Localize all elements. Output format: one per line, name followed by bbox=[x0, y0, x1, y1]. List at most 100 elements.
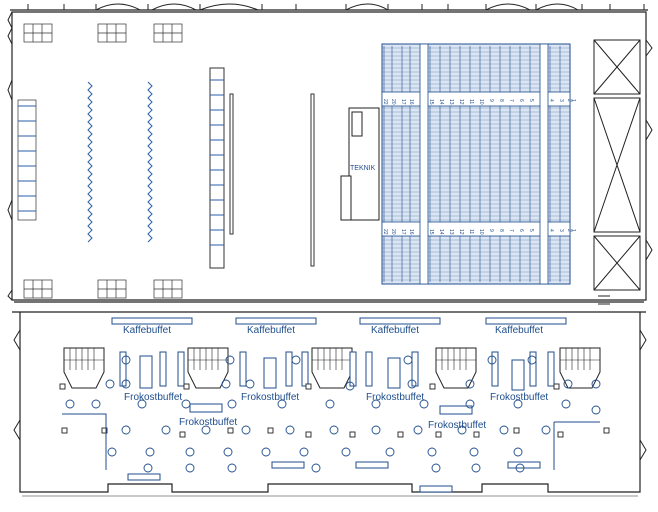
round-table bbox=[185, 463, 195, 473]
wavy-lines bbox=[87, 81, 153, 243]
round-table bbox=[345, 381, 355, 391]
aisle-vertical bbox=[539, 43, 549, 285]
grid-table-lines bbox=[24, 280, 52, 298]
row-number: 4 bbox=[548, 229, 554, 232]
round-table bbox=[385, 447, 395, 457]
round-table bbox=[227, 399, 237, 409]
side-walls bbox=[7, 11, 653, 461]
coffee-buffet-table bbox=[485, 317, 567, 325]
buffet-side bbox=[365, 351, 373, 387]
round-table bbox=[285, 425, 295, 435]
buffet-side bbox=[239, 351, 247, 387]
grid-tables bbox=[23, 23, 183, 299]
round-table bbox=[541, 425, 551, 435]
round-table bbox=[513, 399, 523, 409]
buffet-side bbox=[177, 351, 185, 387]
pillar bbox=[349, 431, 356, 438]
round-table bbox=[121, 425, 131, 435]
round-table bbox=[407, 379, 417, 389]
top-pillars bbox=[27, 3, 645, 11]
round-table bbox=[107, 447, 117, 457]
row-number: 14 bbox=[438, 229, 444, 235]
round-table bbox=[329, 425, 339, 435]
row-number: 12 bbox=[458, 229, 464, 235]
pillar bbox=[603, 427, 610, 434]
round-table bbox=[403, 355, 413, 365]
round-table bbox=[291, 355, 301, 365]
left-seat-column bbox=[17, 79, 224, 246]
round-table bbox=[499, 425, 509, 435]
pillars bbox=[59, 383, 610, 438]
round-table bbox=[221, 379, 231, 389]
round-table bbox=[277, 399, 287, 409]
round-table bbox=[325, 399, 335, 409]
buffet-side bbox=[301, 351, 309, 387]
pillar bbox=[227, 427, 234, 434]
row-number: 17 bbox=[400, 229, 406, 235]
grid-table-lines bbox=[24, 24, 52, 42]
coffee-buffet-table bbox=[359, 317, 441, 325]
lunch-buffet-label-6: Frokostbuffet bbox=[428, 420, 486, 431]
round-table bbox=[181, 399, 191, 409]
lunch-buffet-label-2: Frokostbuffet bbox=[241, 392, 299, 403]
row-number: 5 bbox=[528, 99, 534, 102]
round-table bbox=[341, 447, 351, 457]
aisle-bottom bbox=[381, 221, 571, 237]
buffet-table bbox=[189, 403, 223, 413]
row-number: 7 bbox=[508, 99, 514, 102]
round-table bbox=[561, 399, 571, 409]
grid-table-lines bbox=[154, 24, 182, 42]
round-table bbox=[563, 379, 573, 389]
pillar bbox=[557, 431, 564, 438]
pillar bbox=[267, 427, 274, 434]
round-table bbox=[91, 399, 101, 409]
round-table bbox=[143, 463, 153, 473]
row-number: 20 bbox=[390, 229, 396, 235]
row-number: 8 bbox=[498, 99, 504, 102]
row-number: 9 bbox=[488, 229, 494, 232]
buffet-side bbox=[285, 351, 293, 387]
row-number: 6 bbox=[518, 229, 524, 232]
lunch-buffet-label-5: Frokostbuffet bbox=[179, 417, 237, 428]
row-number: 5 bbox=[528, 229, 534, 232]
round-table bbox=[527, 355, 537, 365]
dividers bbox=[209, 67, 315, 269]
round-table bbox=[413, 425, 423, 435]
round-table bbox=[487, 355, 497, 365]
round-table bbox=[121, 355, 131, 365]
buffet-table bbox=[419, 485, 453, 493]
pillar bbox=[513, 427, 520, 434]
pillar bbox=[473, 431, 480, 438]
grid-table-lines bbox=[98, 24, 126, 42]
round-table bbox=[457, 425, 467, 435]
buffet-table bbox=[439, 405, 473, 415]
round-table bbox=[465, 399, 475, 409]
round-table bbox=[591, 405, 601, 415]
row-number: 10 bbox=[478, 229, 484, 235]
row-number: 22 bbox=[382, 99, 388, 105]
round-table bbox=[241, 425, 251, 435]
round-table bbox=[121, 379, 131, 389]
buffet-table bbox=[263, 357, 277, 389]
pillar bbox=[183, 383, 190, 390]
coffee-buffet-label-4: Kaffebuffet bbox=[495, 325, 543, 336]
round-table bbox=[371, 399, 381, 409]
round-table bbox=[311, 463, 321, 473]
wardrobe-units bbox=[63, 347, 601, 389]
round-tables bbox=[65, 355, 601, 473]
buffet-table bbox=[127, 473, 161, 481]
lunch-buffet-label-1: Frokostbuffet bbox=[124, 392, 182, 403]
row-number: 20 bbox=[390, 99, 396, 105]
coffee-buffet-tables bbox=[111, 317, 567, 325]
pillar bbox=[305, 383, 312, 390]
row-number: 11 bbox=[468, 99, 474, 104]
seating-block bbox=[381, 43, 571, 285]
row-number: 22 bbox=[382, 229, 388, 235]
coffee-buffet-label-3: Kaffebuffet bbox=[371, 325, 419, 336]
buffet-table bbox=[139, 355, 153, 389]
round-table bbox=[469, 447, 479, 457]
row-number: 12 bbox=[458, 99, 464, 105]
row-number: 14 bbox=[438, 99, 444, 105]
pillar bbox=[553, 383, 560, 390]
